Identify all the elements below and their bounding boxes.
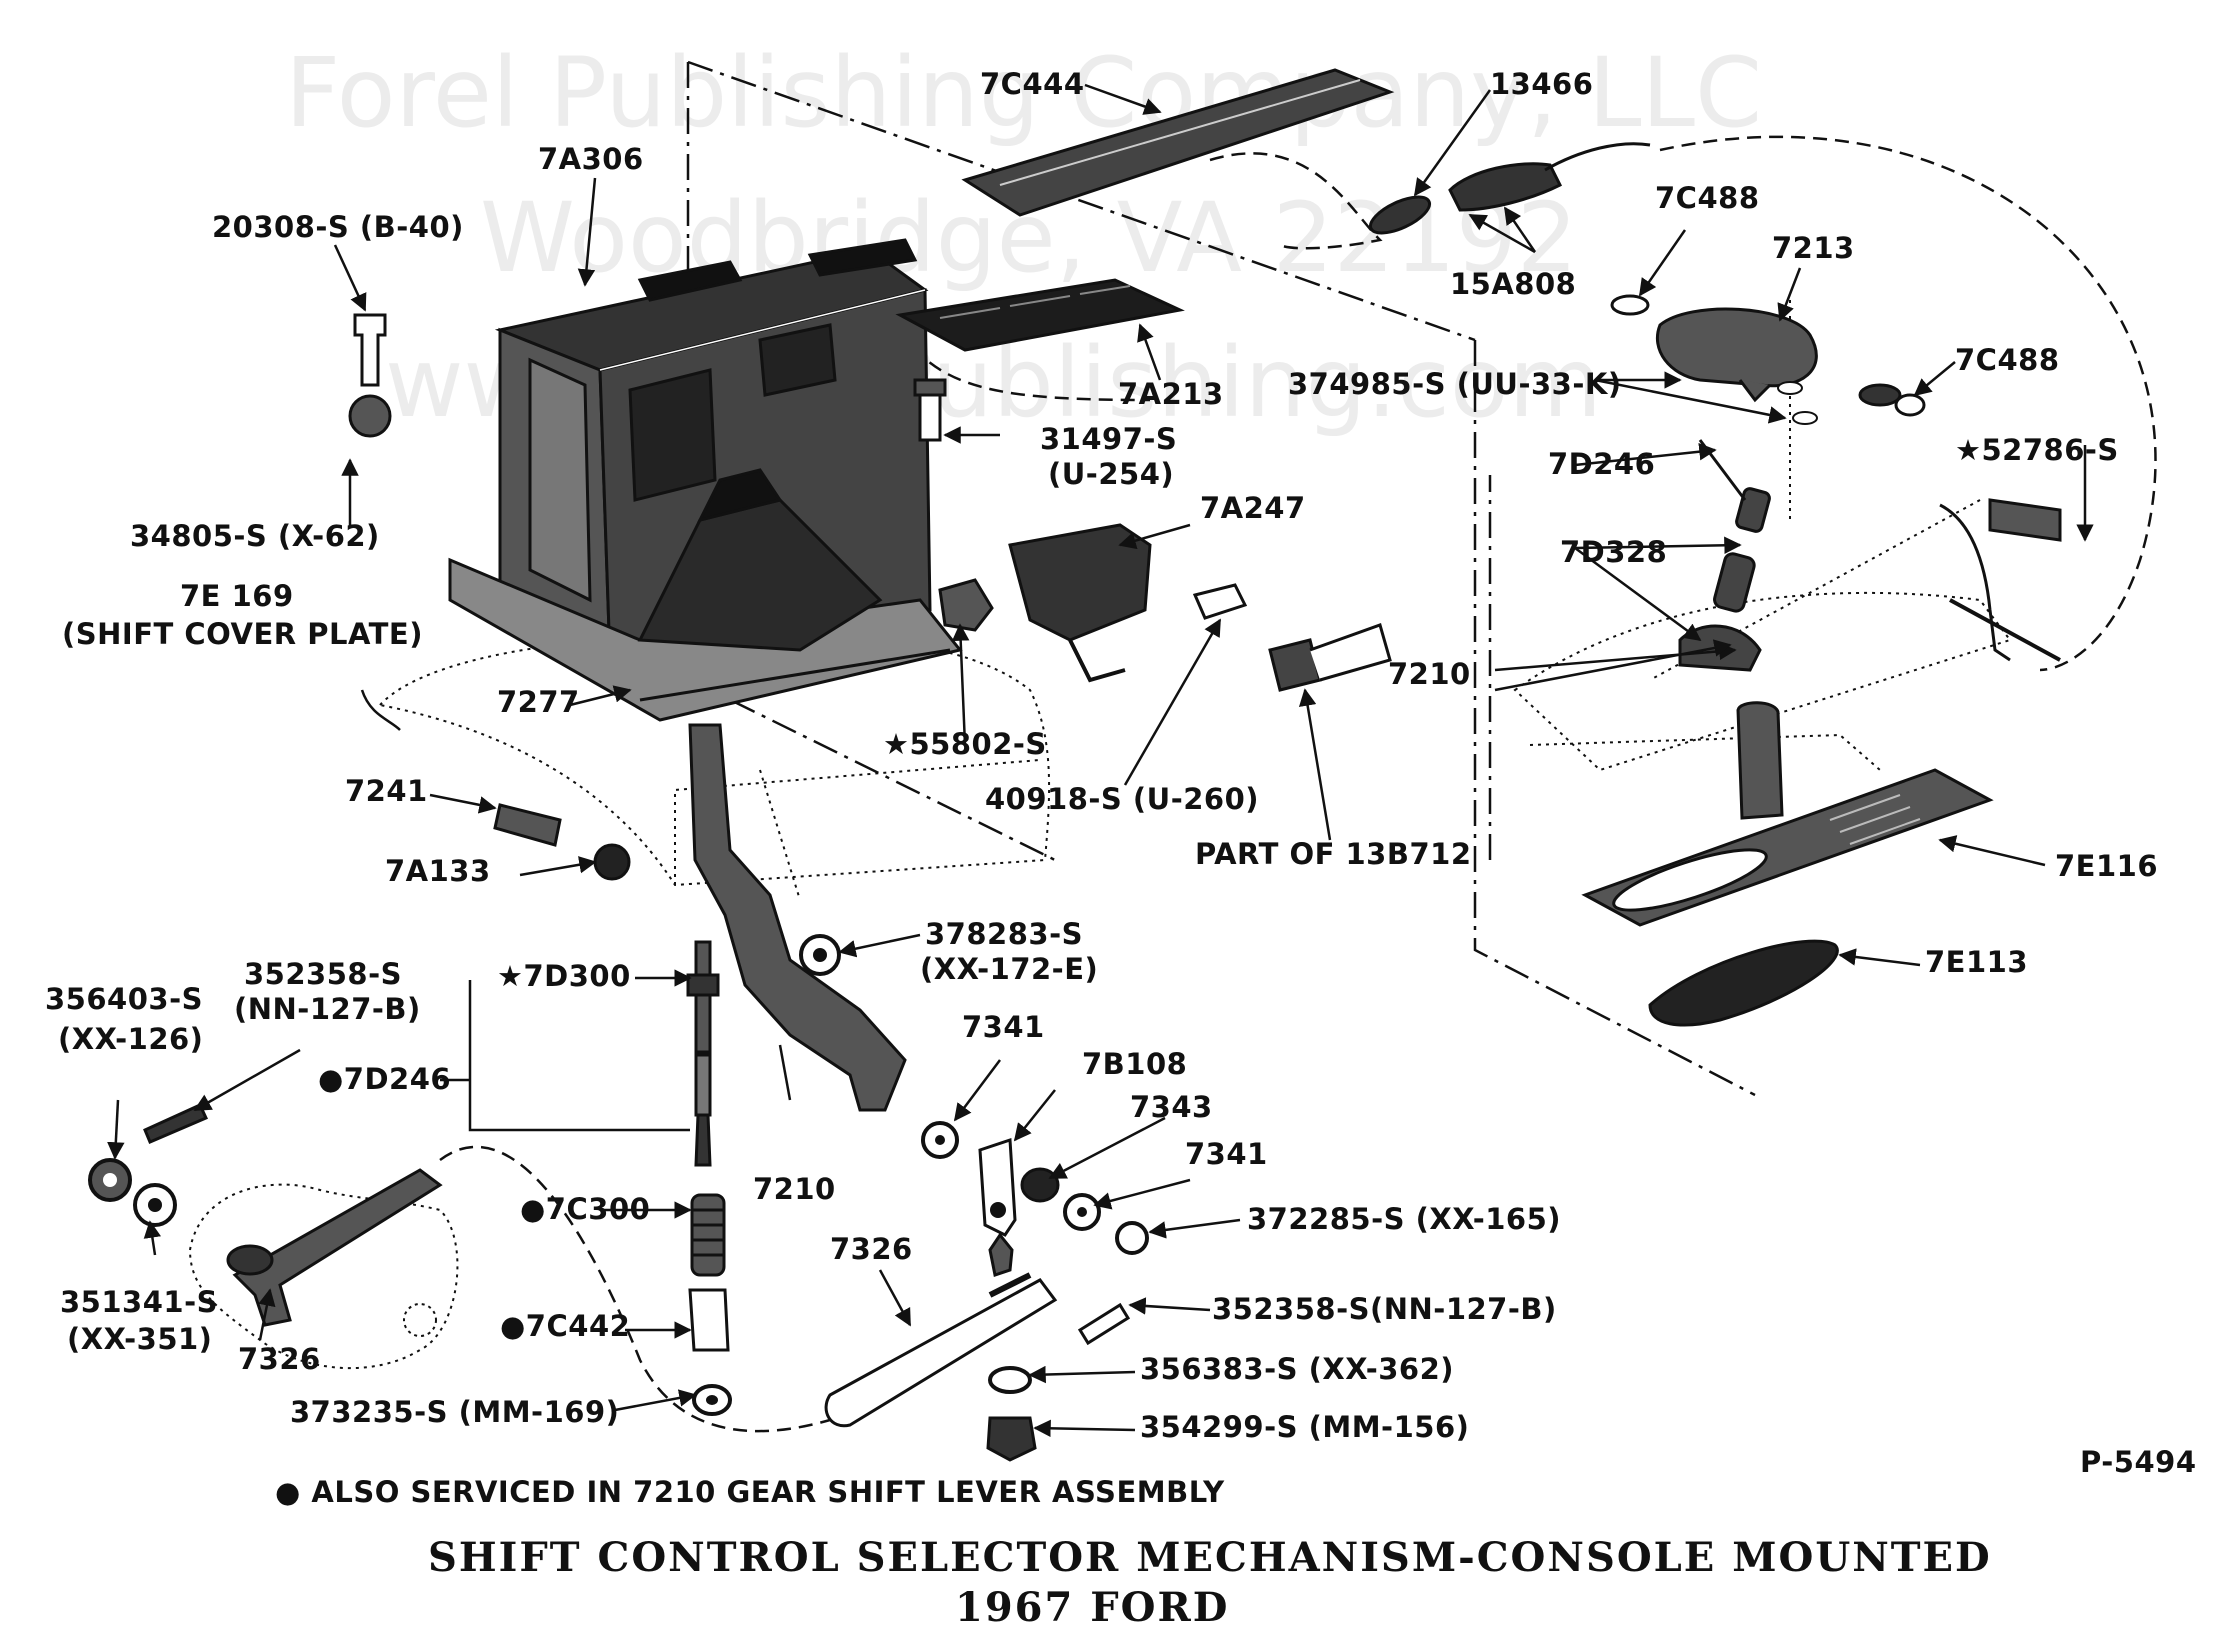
diagram-subtitle: 1967 FORD (955, 1584, 1230, 1626)
label-378283s: 378283-S (925, 917, 1083, 951)
label-352358s-left-code: (NN-127-B) (234, 992, 421, 1026)
dashdot-frame (686, 60, 1756, 1097)
label-374985s: 374985-S (UU-33-K) (1288, 367, 1622, 401)
nut-354299s (986, 1416, 1037, 1462)
dotted-transmission-lever (188, 1183, 459, 1370)
label-55802s: ★55802-S (883, 727, 1047, 761)
shift-lever-7210 (688, 723, 907, 1112)
bellcrank-7326 (232, 1168, 443, 1327)
label-31497s: 31497-S (1040, 422, 1178, 456)
label-7c442: ●7C442 (500, 1309, 631, 1343)
leader-lines (107, 83, 2094, 1438)
label-378283s-code: (XX-172-E) (920, 952, 1099, 986)
label-7d246-top: 7D246 (1548, 447, 1656, 481)
label-373235s: 373235-S (MM-169) (290, 1395, 620, 1429)
label-7c444: 7C444 (980, 67, 1085, 101)
label-7b108: 7B108 (1082, 1047, 1188, 1081)
label-20308s: 20308-S (B-40) (212, 210, 464, 244)
label-354299s: 354299-S (MM-156) (1140, 1410, 1470, 1444)
lower-link-7326 (824, 1278, 1058, 1428)
plunger-7210 (1736, 701, 1784, 820)
label-7277: 7277 (497, 685, 580, 719)
label-7241: 7241 (345, 774, 428, 808)
label-p5494: P-5494 (2080, 1445, 2197, 1479)
label-15a808: 15A808 (1450, 267, 1577, 301)
pin-352358s-right (1077, 1302, 1131, 1346)
clip-372285s (1115, 1221, 1149, 1255)
console-base-7277 (448, 468, 963, 722)
nut-55802s (938, 578, 994, 632)
spring-7c300 (690, 1193, 726, 1277)
lamp-13466 (1368, 195, 1432, 235)
diagram-title: SHIFT CONTROL SELECTOR MECHANISM-CONSOLE… (428, 1534, 1992, 1581)
label-351341s: 351341-S (60, 1285, 218, 1319)
label-356403s: 356403-S (45, 982, 203, 1016)
label-7e169: 7E 169 (180, 579, 294, 613)
label-7e113: 7E113 (1925, 945, 2029, 979)
label-7343: 7343 (1130, 1090, 1213, 1124)
label-7213: 7213 (1772, 231, 1855, 265)
label-7326-left: 7326 (238, 1342, 321, 1376)
label-7c488-right: 7C488 (1955, 343, 2060, 377)
bracket-7b108 (978, 1137, 1017, 1237)
label-7c300: ●7C300 (520, 1192, 651, 1226)
linkage-rod (686, 940, 720, 1167)
label-7d300: ★7D300 (497, 959, 631, 993)
label-352358s-right: 352358-S(NN-127-B) (1212, 1292, 1557, 1326)
label-7341-a: 7341 (962, 1010, 1045, 1044)
label-7e169-name: (SHIFT COVER PLATE) (62, 617, 423, 651)
bushing-7343 (1020, 1167, 1060, 1203)
label-7c488-top: 7C488 (1655, 181, 1760, 215)
switch-13b712 (1268, 638, 1322, 692)
label-7326-mid: 7326 (830, 1232, 913, 1266)
label-13466: 13466 (1490, 67, 1594, 101)
label-7d328: 7D328 (1560, 535, 1668, 569)
label-7d246-left: ●7D246 (318, 1062, 452, 1096)
bezel-7a213 (895, 278, 1185, 352)
label-40918s: 40918-S (U-260) (985, 782, 1260, 816)
watermark-line-1: Forel Publishing Company, LLC (285, 37, 1763, 149)
screw-40918s (1192, 583, 1248, 620)
pin-352358s-left (143, 1103, 209, 1144)
label-31497s-code: (U-254) (1048, 457, 1175, 491)
label-52786s: ★52786-S (1955, 433, 2119, 467)
label-7210-mid: 7210 (753, 1172, 836, 1206)
bolt-20308s (353, 313, 387, 387)
upper-lever-parts (1678, 439, 2062, 672)
label-356383s: 356383-S (XX-362) (1140, 1352, 1455, 1386)
label-352358s-left: 352358-S (244, 957, 402, 991)
pin-7241 (493, 803, 562, 847)
label-7210-right: 7210 (1388, 657, 1471, 691)
label-34805s: 34805-S (X-62) (130, 519, 380, 553)
top-trim-7c444 (961, 68, 1395, 217)
label-7341-b: 7341 (1185, 1137, 1268, 1171)
socket-15a808 (1448, 162, 1563, 212)
washer-356383s (988, 1366, 1032, 1394)
label-351341s-code: (XX-351) (67, 1322, 213, 1356)
bezel-7e113 (1648, 939, 1839, 1027)
label-7a247: 7A247 (1200, 491, 1306, 525)
grommet-7a133 (593, 843, 631, 881)
label-7e116: 7E116 (2055, 849, 2159, 883)
label-7a213: 7A213 (1118, 377, 1224, 411)
label-356403s-code: (XX-126) (58, 1022, 204, 1056)
footnote: ● ALSO SERVICED IN 7210 GEAR SHIFT LEVER… (275, 1475, 1225, 1509)
bushing-7c442 (688, 1288, 730, 1352)
label-7a306: 7A306 (538, 142, 644, 176)
bracket-7a247 (1008, 523, 1152, 642)
label-372285s: 372285-S (XX-165) (1247, 1202, 1562, 1236)
handle-7213 (1655, 307, 1818, 388)
label-7a133: 7A133 (385, 854, 491, 888)
label-part13b712: PART OF 13B712 (1195, 837, 1472, 871)
